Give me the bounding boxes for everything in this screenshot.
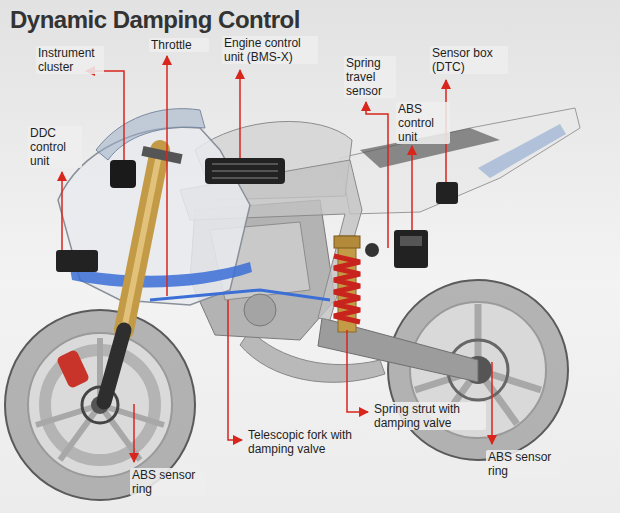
sensor-box bbox=[436, 182, 458, 204]
abs-control-unit bbox=[400, 236, 422, 246]
part-label: DDC control unit bbox=[28, 126, 82, 168]
leader-line bbox=[228, 300, 242, 440]
leader-line bbox=[61, 172, 63, 250]
engine-control-unit bbox=[205, 158, 285, 184]
spring-strut bbox=[334, 236, 360, 248]
part-label: Spring travel sensor bbox=[344, 56, 396, 98]
diagram-title: Dynamic Damping Control bbox=[10, 6, 300, 34]
leader-line bbox=[491, 362, 493, 444]
leader-line bbox=[86, 71, 124, 160]
tail-section bbox=[340, 108, 580, 214]
part-label: ABS control unit bbox=[396, 102, 450, 144]
leader-line bbox=[62, 56, 492, 462]
ddc-control-unit bbox=[56, 250, 98, 272]
sensor-box bbox=[436, 182, 458, 204]
engine-control-unit bbox=[212, 164, 278, 178]
instrument-cluster bbox=[110, 160, 136, 188]
part-label: Instrument cluster bbox=[36, 46, 104, 74]
front-wheel bbox=[56, 349, 90, 389]
engine-control-unit bbox=[205, 158, 285, 184]
front-fairing bbox=[150, 290, 330, 300]
spring-strut bbox=[334, 236, 379, 332]
leader-line bbox=[133, 404, 135, 462]
telescopic-fork bbox=[104, 146, 183, 402]
part-label: Sensor box (DTC) bbox=[430, 46, 508, 74]
leader-line bbox=[411, 146, 413, 230]
engine bbox=[244, 294, 276, 326]
part-label: Telescopic fork with damping valve bbox=[246, 428, 362, 456]
leader-line bbox=[347, 330, 368, 412]
spring-strut bbox=[334, 256, 360, 322]
spring-strut bbox=[365, 243, 379, 257]
instrument-cluster bbox=[110, 160, 136, 188]
part-label: Engine control unit (BMS-X) bbox=[222, 36, 318, 64]
part-label: ABS sensor ring bbox=[486, 450, 562, 478]
front-fairing bbox=[58, 109, 330, 305]
abs-control-unit bbox=[394, 230, 428, 268]
part-label: Throttle bbox=[149, 38, 209, 52]
tail-section bbox=[478, 124, 566, 178]
tail-section bbox=[340, 108, 580, 214]
telescopic-fork bbox=[104, 330, 124, 402]
telescopic-fork bbox=[141, 146, 182, 164]
part-label: ABS sensor ring bbox=[130, 468, 206, 496]
abs-control-unit bbox=[394, 230, 428, 268]
ddc-control-unit bbox=[56, 250, 98, 272]
part-label: Spring strut with damping valve bbox=[372, 402, 486, 430]
leader-line bbox=[366, 102, 388, 248]
leader-line bbox=[166, 56, 168, 296]
leader-line bbox=[239, 70, 241, 158]
